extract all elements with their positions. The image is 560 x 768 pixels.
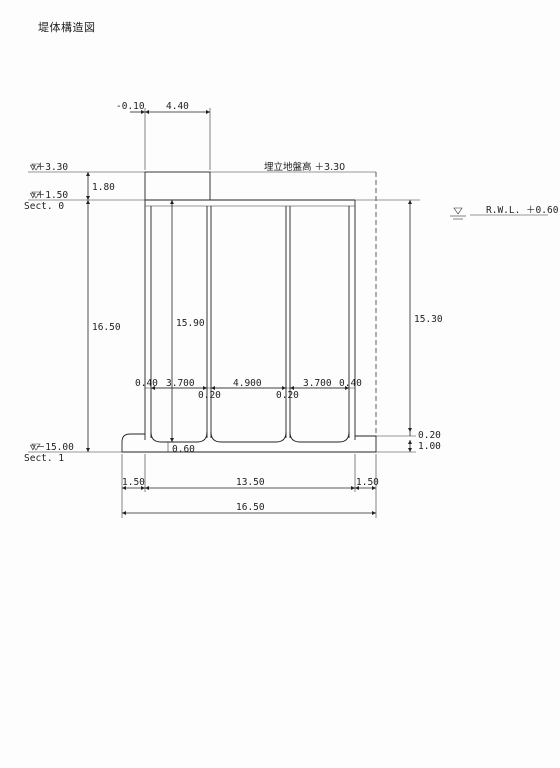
dim-cell2: 4.900 [233, 378, 262, 389]
drawing-title: 堤体構造図 [38, 21, 96, 34]
dim-right-base: 1.00 [418, 441, 441, 452]
dim-cap-height: 1.80 [92, 182, 115, 193]
dim-top-width: 4.40 [166, 101, 189, 112]
dim-top-left-offset: -0.10 [116, 101, 145, 112]
level-label-top: ▽＋3.30 [30, 162, 68, 173]
cell-3-bottom [289, 431, 350, 443]
dim-right-small: 0.20 [418, 430, 441, 441]
dim-mid2: 0.20 [276, 390, 299, 401]
dim-inner-height: 15.90 [176, 318, 205, 329]
dim-right-height: 15.30 [414, 314, 443, 325]
reclaimed-ground-label: 埋立地盤高 ＋3.30 [264, 161, 345, 173]
dim-base-inner: 0.60 [172, 444, 195, 455]
base-slab [121, 433, 377, 453]
dim-cell1: 3.700 [166, 378, 195, 389]
dim-foot-right: 1.50 [356, 477, 379, 488]
rwl-label: R.W.L. ＋0.60 [486, 205, 559, 216]
dim-foot-left: 1.50 [122, 477, 145, 488]
dim-span: 13.50 [236, 477, 265, 488]
rwl-triangle [453, 207, 463, 215]
cap-block [144, 171, 211, 201]
cell-2-bottom [210, 431, 287, 443]
dim-wall2: 0.40 [339, 378, 362, 389]
section-1-label: Sect. 1 [24, 453, 64, 464]
dim-wall1: 0.40 [135, 378, 158, 389]
dim-mid1: 0.20 [198, 390, 221, 401]
level-triangle-bottom [31, 443, 41, 451]
level-label-bottom: ▽－15.00 [30, 442, 74, 453]
level-label-mid: ▽＋1.50 [30, 190, 68, 201]
section-0-label: Sect. 0 [24, 201, 64, 212]
dim-total-width: 16.50 [236, 502, 265, 513]
level-triangle-mid [31, 191, 41, 199]
dim-total-height: 16.50 [92, 322, 121, 333]
level-triangle-top [31, 163, 41, 171]
dim-cell3: 3.700 [303, 378, 332, 389]
cell-1-bottom [150, 431, 208, 443]
